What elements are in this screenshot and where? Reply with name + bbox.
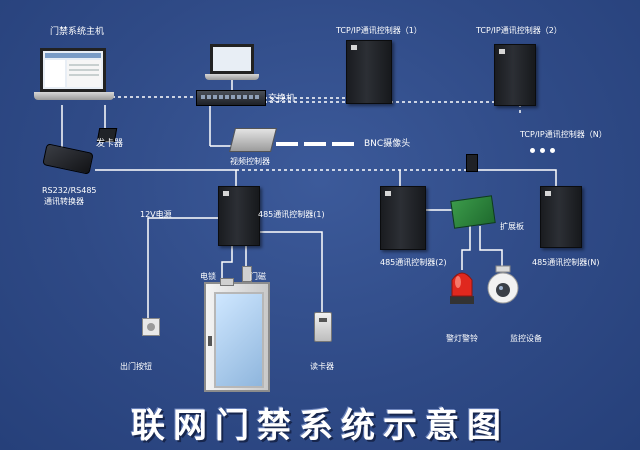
wire-exit-button bbox=[147, 217, 218, 318]
diagram-title: 联网门禁系统示意图 bbox=[131, 406, 509, 446]
wire-bus-485-n bbox=[470, 169, 557, 186]
bnc-dash-1 bbox=[276, 142, 298, 146]
door-sensor-device bbox=[242, 266, 252, 282]
bnc-label: BNC摄像头 bbox=[364, 139, 411, 149]
tcp-controller-2 bbox=[494, 44, 536, 106]
host-label: 门禁系统主机 bbox=[50, 27, 105, 37]
exit-button-label: 出门按钮 bbox=[120, 362, 152, 371]
alarm-base bbox=[450, 296, 474, 304]
card-reader-device bbox=[314, 312, 332, 342]
bus-relay-device bbox=[466, 154, 478, 172]
ellipsis-dot-3 bbox=[550, 148, 555, 153]
door-glass bbox=[214, 292, 264, 388]
rs232-label-line2: 通讯转换器 bbox=[44, 197, 84, 206]
door-handle bbox=[208, 336, 212, 346]
bnc-dash-3 bbox=[332, 142, 354, 146]
tcp2-label: TCP/IP通讯控制器（2） bbox=[476, 26, 562, 35]
ctrl485-n-label: 485通讯控制器(N) bbox=[532, 258, 600, 267]
monitor-laptop-screen bbox=[210, 44, 254, 74]
card-reader-label: 读卡器 bbox=[310, 362, 334, 371]
tcpn-label: TCP/IP通讯控制器（N） bbox=[520, 130, 607, 139]
bnc-dash-2 bbox=[304, 142, 326, 146]
wire-camera bbox=[479, 226, 503, 266]
monitor-laptop-base bbox=[205, 74, 259, 80]
switch-label: 交换机 bbox=[268, 94, 296, 104]
alarm-label: 警灯警铃 bbox=[446, 334, 478, 343]
exit-button-knob bbox=[147, 323, 155, 331]
ellipsis-dot-1 bbox=[530, 148, 535, 153]
ellipsis-dot-2 bbox=[540, 148, 545, 153]
exit-button-device bbox=[142, 318, 160, 336]
host-laptop-screen bbox=[40, 48, 106, 92]
maglock-label: 电锁 bbox=[200, 272, 216, 281]
ctrl485-1-label: 485通讯控制器(1) bbox=[258, 210, 325, 219]
tcp-controller-1 bbox=[346, 40, 392, 104]
host-laptop-base bbox=[34, 92, 114, 100]
expansion-label: 扩展板 bbox=[500, 222, 524, 231]
ctrl485-2-label: 485通讯控制器(2) bbox=[380, 258, 447, 267]
power-label: 12V电源 bbox=[140, 210, 172, 219]
controller-485-2 bbox=[380, 186, 426, 250]
switch-ports bbox=[201, 95, 259, 99]
wire-alarm bbox=[461, 226, 471, 270]
card-reader-slot bbox=[319, 318, 327, 322]
host-screen-content bbox=[45, 53, 101, 87]
rs232-label-line1: RS232/RS485 bbox=[42, 186, 97, 195]
door-sensor-label: 门磁 bbox=[250, 272, 266, 281]
camera-lens bbox=[496, 283, 510, 297]
controller-485-1 bbox=[218, 186, 260, 246]
network-switch bbox=[196, 90, 266, 106]
maglock-device bbox=[220, 278, 234, 286]
camera-label: 监控设备 bbox=[510, 334, 542, 343]
controller-485-n bbox=[540, 186, 582, 248]
wire-maglock bbox=[221, 244, 233, 282]
wire-card-reader bbox=[258, 231, 323, 312]
door-frame bbox=[204, 282, 270, 392]
tcp1-label: TCP/IP通讯控制器（1） bbox=[336, 26, 422, 35]
video-controller-label: 视频控制器 bbox=[230, 157, 270, 166]
card-issuer-label: 发卡器 bbox=[96, 139, 124, 149]
